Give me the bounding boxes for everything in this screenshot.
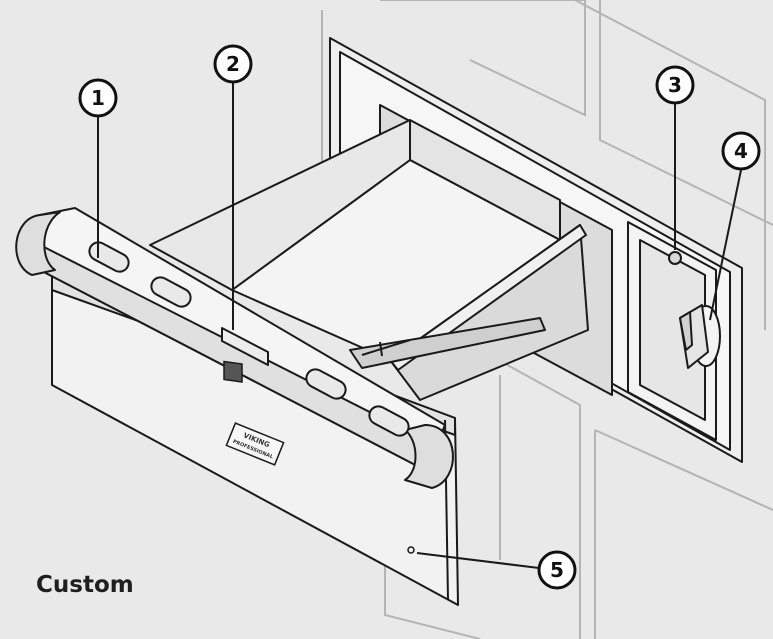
callout-4-number: 4 [734, 139, 748, 163]
callout-circle-icon [213, 44, 253, 84]
callout-circle-icon [78, 78, 118, 118]
callout-3-number: 3 [668, 73, 682, 97]
callout-circle-icon [655, 65, 695, 105]
indicator-light [223, 360, 243, 383]
figure-caption: Custom [36, 572, 134, 598]
callout-2: 2 [213, 44, 253, 84]
drawer-box [149, 119, 589, 401]
brand-badge: VIKING PROFESSIONAL [225, 422, 285, 466]
leader-lines [97, 83, 742, 569]
callout-1-number: 1 [91, 86, 105, 110]
callout-5: 5 [537, 550, 577, 590]
handle-rail [15, 207, 454, 489]
callout-5-number: 5 [550, 558, 564, 582]
cabinet-outlines [321, 0, 773, 639]
callout-circle-icon [721, 131, 761, 171]
control-knob [679, 304, 721, 369]
callout-2-number: 2 [226, 52, 240, 76]
front-port [407, 546, 415, 554]
callout-4: 4 [721, 131, 761, 171]
callout-1: 1 [78, 78, 118, 118]
callout-circle-icon [537, 550, 577, 590]
callout-3: 3 [655, 65, 695, 105]
